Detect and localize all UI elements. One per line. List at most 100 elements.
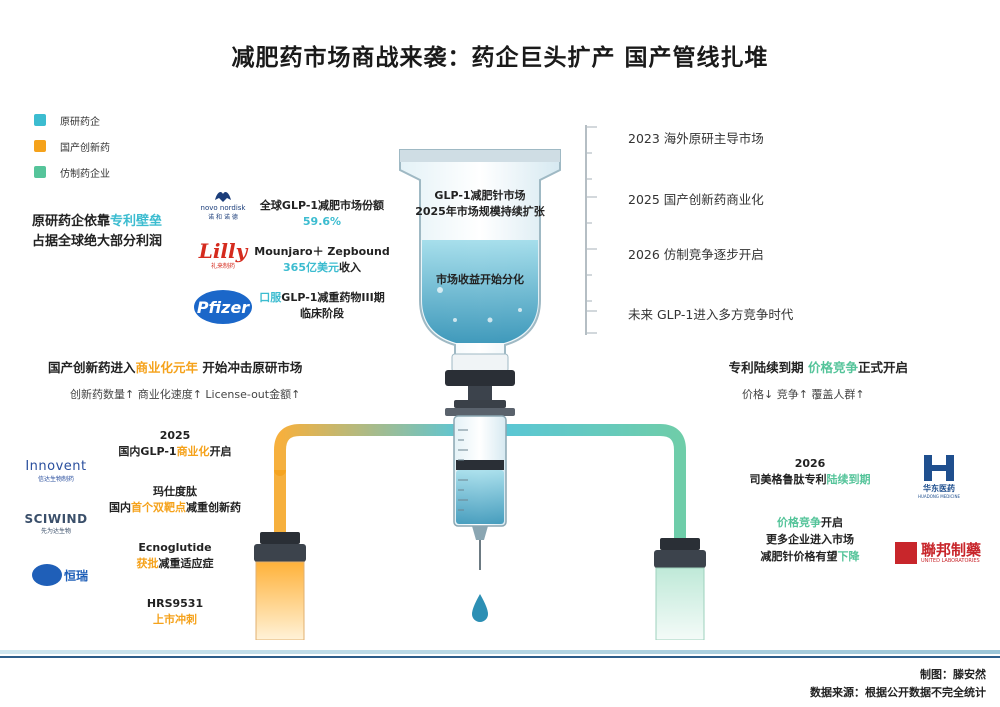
headline-text: 正式开启 [857,360,908,375]
timeline-item: 2026 仿制竞争逐步开启 [628,247,764,262]
item-highlight: 上市冲刺 [153,613,197,626]
item-line: 玛仕度肽 [153,485,197,498]
lilly-info: Mounjaro＋ Zepbound 365亿美元收入 [252,244,392,276]
legend-swatch-teal [34,114,46,126]
info-line: Mounjaro＋ Zepbound [254,245,390,258]
info-value: 59.6% [302,215,342,228]
huadong-emblem [924,455,954,481]
footer-line [0,656,1000,658]
logo-sub: UNITED LABORATORIES [920,558,980,564]
domestic-headline: 国产创新药进入商业化元年 开始冲击原研市场 [48,359,302,376]
page-title: 减肥药市场商战来袭：药企巨头扩产 国产管线扎堆 [231,45,769,71]
tube-left [274,424,471,476]
domestic-item-2: 玛仕度肽 国内首个双靶点减重创新药 [100,484,250,516]
cartridge-right-cap [660,538,700,550]
tube-right [489,424,686,546]
bubble [453,318,457,322]
injection-illustration [254,149,706,640]
legend-swatch-green [34,166,46,178]
legend-label: 国产创新药 [60,142,110,154]
item-line: Ecnoglutide [138,541,212,554]
legend-label: 仿制药企业 [60,168,110,180]
logo-text: novo nordisk [200,203,246,212]
generic-sub: 价格↓ 竞争↑ 覆盖人群↑ [742,388,865,401]
item-line: 开启 [821,516,843,529]
hengrui-emblem [31,564,62,586]
pfizer-info: 口服GLP-1减重药物III期 临床阶段 [252,290,392,322]
item-line: 2025 [159,429,191,442]
legend-item-generic: 仿制药企业 [34,164,110,180]
logo-text: 聯邦制藥 [920,541,981,559]
item-line: 国内GLP-1 [118,445,177,458]
item-highlight: 价格竞争 [777,516,821,529]
logo-text: Innovent [25,459,87,474]
timeline-item: 2025 国产创新药商业化 [628,192,764,207]
item-line: 更多企业进入市场 [766,533,854,546]
cartridge-left-collar [254,544,306,562]
headline-highlight: 专利壁垒 [110,214,163,229]
item-line: 开启 [209,445,232,458]
legend-item-domestic: 国产创新药 [34,138,110,154]
vial-line: 2025年市场规模持续扩张 [415,205,545,218]
drop-icon [472,594,488,622]
novo-info: 全球GLP-1减肥市场份额 59.6% [252,198,392,230]
item-highlight: 首个双靶点 [131,501,186,514]
item-line: 2026 [794,457,826,470]
item-line: 减重适应症 [158,557,214,570]
vial-text-bottom: 市场收益开始分化 [436,273,524,286]
innovent-logo: Innovent 信达生物制药 [20,458,92,484]
headline-text: 原研药企依靠 [32,214,111,229]
generic-item-2: 价格竞争开启 更多企业进入市场 减肥针价格有望下降 [730,514,890,565]
vial-line: GLP-1减肥针市场 [434,189,526,202]
bull-icon [215,191,231,202]
legend-label: 原研药企 [60,116,100,128]
headline-highlight: 商业化元年 [135,360,199,375]
united-labs-logo: 聯邦制藥 UNITED LABORATORIES [886,538,990,568]
info-value: 口服 [259,291,282,304]
headline-text: 占据全球绝大部分利润 [32,234,163,249]
info-value: 365亿美元 [283,261,339,274]
info-line: 临床阶段 [300,307,344,320]
syringe-flange [445,408,515,416]
legend-item-original: 原研药企 [34,112,100,128]
cartridge-right-body [655,567,705,640]
item-line: HRS9531 [146,597,204,610]
sciwind-logo: SCIWIND 先为达生物 [20,510,92,536]
logo-text: SCIWIND [24,511,88,526]
logo-sub: 礼来制药 [210,262,235,270]
info-line: 全球GLP-1减肥市场份额 [259,199,385,212]
info-line: GLP-1减重药物III期 [281,291,385,304]
pfizer-logo: Pfizer [194,290,252,324]
footer-band [0,650,1000,654]
domestic-item-3: Ecnoglutide 获批减重适应症 [100,540,250,572]
footer-maker: 制图：滕安然 [920,668,986,681]
syringe-plunger [456,460,504,470]
item-highlight: 获批 [136,557,159,570]
novo-nordisk-logo: novo nordisk 诺 和 诺 德 [196,186,250,222]
timeline-axis [585,125,587,335]
united-labs-emblem [894,542,917,564]
vial-stopper [445,370,515,386]
timeline-item: 2023 海外原研主导市场 [628,131,764,146]
legend-swatch-orange [34,140,46,152]
bubble [437,287,443,293]
huadong-logo: 华东医药 HUADONG MEDICINE [912,450,966,502]
vial-text-top: GLP-1减肥针市场 2025年市场规模持续扩张 [400,188,560,220]
logo-text: Pfizer [196,297,250,317]
original-headline: 原研药企依靠专利壁垒 占据全球绝大部分利润 [32,212,162,252]
domestic-sub: 创新药数量↑ 商业化速度↑ License-out金额↑ [70,388,301,401]
syringe-liquid [456,470,504,524]
cartridge-left-cap [260,532,300,544]
cartridge-right-collar [654,550,706,568]
domestic-item-4: HRS9531 上市冲刺 [100,596,250,628]
domestic-item-1: 2025 国内GLP-1商业化开启 [100,428,250,460]
hengrui-logo: 恒瑞 [26,562,94,588]
headline-text: 专利陆续到期 [728,360,808,375]
item-line: 减重创新药 [186,501,241,514]
syringe-tip [472,526,488,540]
logo-text: 恒瑞 [63,568,88,583]
logo-sub: 诺 和 诺 德 [208,213,238,221]
item-highlight: 陆续到期 [826,473,871,486]
item-line: 司美格鲁肽专利 [749,473,827,486]
lilly-logo: Lilly 礼来制药 [196,238,250,272]
